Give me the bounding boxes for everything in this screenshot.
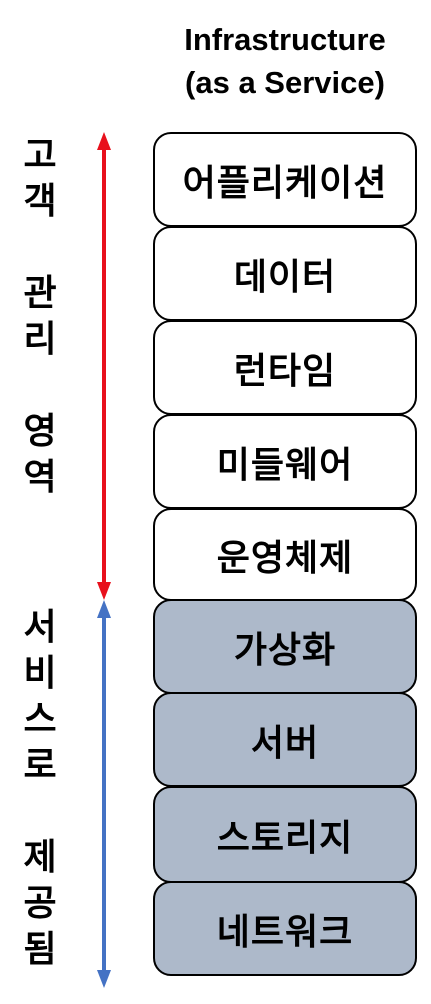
layer-storage: 스토리지 [153,786,417,883]
layer-server: 서버 [153,692,417,787]
label-gap [10,225,70,271]
layer-virtualization: 가상화 [153,599,417,694]
label-gap [10,363,70,409]
customer-managed-label: 고 객 관 리 영 역 [10,133,70,501]
label-char: 공 [23,883,57,924]
title-line-1: Infrastructure [184,22,386,57]
label-char: 역 [23,457,57,498]
layer-runtime: 런타임 [153,320,417,415]
label-char: 비 [23,653,57,694]
label-gap [10,789,70,835]
label-char: 영 [23,411,57,452]
label-char: 고 [23,135,57,176]
diagram-title: Infrastructure (as a Service) [153,18,417,104]
layer-operating-system: 운영체제 [153,508,417,601]
title-line-2: (as a Service) [185,65,385,100]
label-char: 됨 [23,929,57,970]
label-char: 리 [23,319,57,360]
provider-range-arrow [97,600,111,988]
label-char: 로 [23,745,57,786]
label-char: 객 [23,181,57,222]
label-char: 제 [23,837,57,878]
layer-middleware: 미들웨어 [153,414,417,509]
label-char: 스 [23,699,57,740]
provider-managed-label: 서 비 스 로 제 공 됨 [10,605,70,973]
label-char: 관 [23,273,57,314]
layer-data: 데이터 [153,226,417,321]
layer-application: 어플리케이션 [153,132,417,227]
label-char: 서 [23,607,57,648]
customer-range-arrow [97,132,111,600]
layer-network: 네트워크 [153,881,417,976]
